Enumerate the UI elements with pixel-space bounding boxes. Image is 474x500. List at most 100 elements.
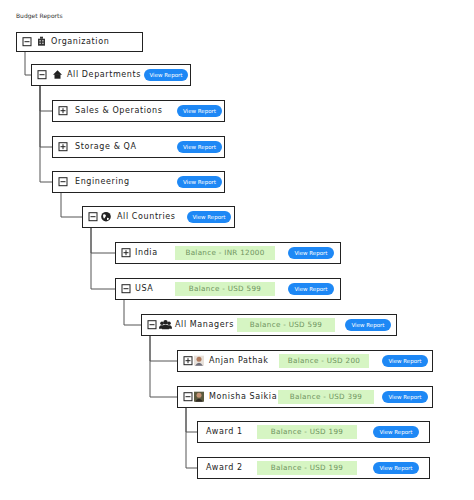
view-report-button: View Report <box>373 462 419 474</box>
toggle-minus <box>40 74 45 75</box>
node-label: Storage & QA <box>75 137 137 156</box>
toggle-box <box>184 357 192 365</box>
toggle-minus <box>150 324 155 325</box>
tree-node-box: Organization <box>16 32 143 52</box>
toggle-minus <box>25 41 30 42</box>
balance-badge: Balance - USD 599 <box>237 318 335 332</box>
view-report-button: View Report <box>187 211 231 223</box>
toggle-box <box>23 38 31 46</box>
tree-node-box: All ManagersBalance - USD 599 View Report <box>141 314 397 336</box>
node-label: All Countries <box>117 207 176 226</box>
toggle-plus <box>126 250 127 255</box>
node-label: USA <box>135 279 153 298</box>
building-icon <box>38 39 45 46</box>
tree-node-box: All DepartmentsView Report <box>31 64 191 86</box>
node-label: Award 2 <box>206 458 243 477</box>
view-report-button: View Report <box>177 105 222 117</box>
people-icon <box>167 321 171 325</box>
view-report-button: View Report <box>382 355 428 367</box>
tree-connector <box>40 86 52 182</box>
view-report-button: View Report <box>373 426 419 438</box>
home-body <box>55 74 61 79</box>
toggle-minus <box>186 396 191 397</box>
toggle-plus <box>63 144 64 149</box>
toggle-box <box>148 321 156 329</box>
globe-land <box>107 218 109 220</box>
view-report-button: View Report <box>177 141 222 153</box>
view-report-button: View Report <box>177 176 222 188</box>
home-roof <box>53 70 62 75</box>
toggle-box <box>59 143 67 151</box>
toggle-plus <box>188 358 189 363</box>
balance-badge: Balance - USD 200 <box>279 354 369 368</box>
view-report-button: View Report <box>288 283 334 295</box>
toggle-box <box>59 178 67 186</box>
toggle-box <box>184 393 192 401</box>
node-label: Sales & Operations <box>75 101 162 120</box>
avatar-photo <box>194 392 204 402</box>
building-top <box>40 37 43 39</box>
toggle-box <box>59 107 67 115</box>
tree-connector <box>91 228 115 253</box>
people-icon <box>160 321 164 325</box>
balance-badge: Balance - INR 12000 <box>175 246 275 260</box>
node-label: Engineering <box>75 172 130 191</box>
tree-node-box: Sales & Operations View Report <box>52 100 225 122</box>
tree-node-box: India Balance - INR 12000 View Report <box>115 242 341 264</box>
building-window <box>40 40 41 41</box>
node-label: India <box>135 243 158 262</box>
balance-badge: Balance - USD 599 <box>175 282 275 296</box>
tree-node-box: Engineering View Report <box>52 171 225 193</box>
building-window <box>42 40 43 41</box>
tree-connector <box>91 228 115 289</box>
avatar-body <box>195 363 203 366</box>
avatar-body <box>195 399 203 402</box>
node-label: Award 1 <box>206 422 243 441</box>
view-report-button: View Report <box>382 391 428 403</box>
tree-connector <box>186 408 197 468</box>
avatar-head <box>197 393 202 398</box>
node-label: All Managers <box>175 315 234 334</box>
page-title: Budget Reports <box>16 12 63 19</box>
view-report-button: View Report <box>288 247 334 259</box>
toggle-box <box>89 213 97 221</box>
tree-connector <box>40 86 52 147</box>
building-window <box>40 43 41 44</box>
tree-node-box: Award 2 Balance - USD 199 View Report <box>197 457 430 479</box>
tree-connector <box>40 86 52 111</box>
balance-badge: Balance - USD 199 <box>257 461 357 475</box>
tree-node-box: Award 1 Balance - USD 199 View Report <box>197 421 430 443</box>
node-label: All Departments <box>67 65 141 84</box>
node-label: Anjan Pathak <box>209 351 269 370</box>
toggle-plus <box>63 108 64 113</box>
people-icon <box>163 320 167 324</box>
toggle-box <box>122 249 130 257</box>
node-label: Monisha Saikia <box>209 387 277 406</box>
tree-node-box: Storage & QA View Report <box>52 136 225 158</box>
view-report-button: View Report <box>144 69 188 81</box>
toggle-box <box>38 71 46 79</box>
tree-connector <box>124 300 141 325</box>
tree-connector <box>150 336 177 361</box>
balance-badge: Balance - USD 399 <box>278 390 374 404</box>
tree-connector <box>61 193 82 217</box>
view-report-button: View Report <box>345 319 391 331</box>
toggle-minus <box>61 181 66 182</box>
tree-node-box: USA Balance - USD 599 View Report <box>115 278 341 300</box>
node-label: Organization <box>51 33 109 50</box>
tree-node-box: All Countries View Report <box>82 206 235 228</box>
tree-connector <box>186 408 197 432</box>
globe-land <box>103 214 106 218</box>
globe-icon <box>101 212 111 222</box>
avatar-head <box>197 357 202 362</box>
balance-badge: Balance - USD 199 <box>257 425 357 439</box>
avatar-photo <box>194 356 204 366</box>
tree-node-box: Anjan Pathak Balance - USD 200 View Report <box>177 350 433 372</box>
building-window <box>42 43 43 44</box>
toggle-minus <box>91 216 96 217</box>
tree-connector <box>150 336 177 397</box>
toggle-minus <box>124 288 129 289</box>
people-body <box>162 325 169 330</box>
toggle-box <box>122 285 130 293</box>
